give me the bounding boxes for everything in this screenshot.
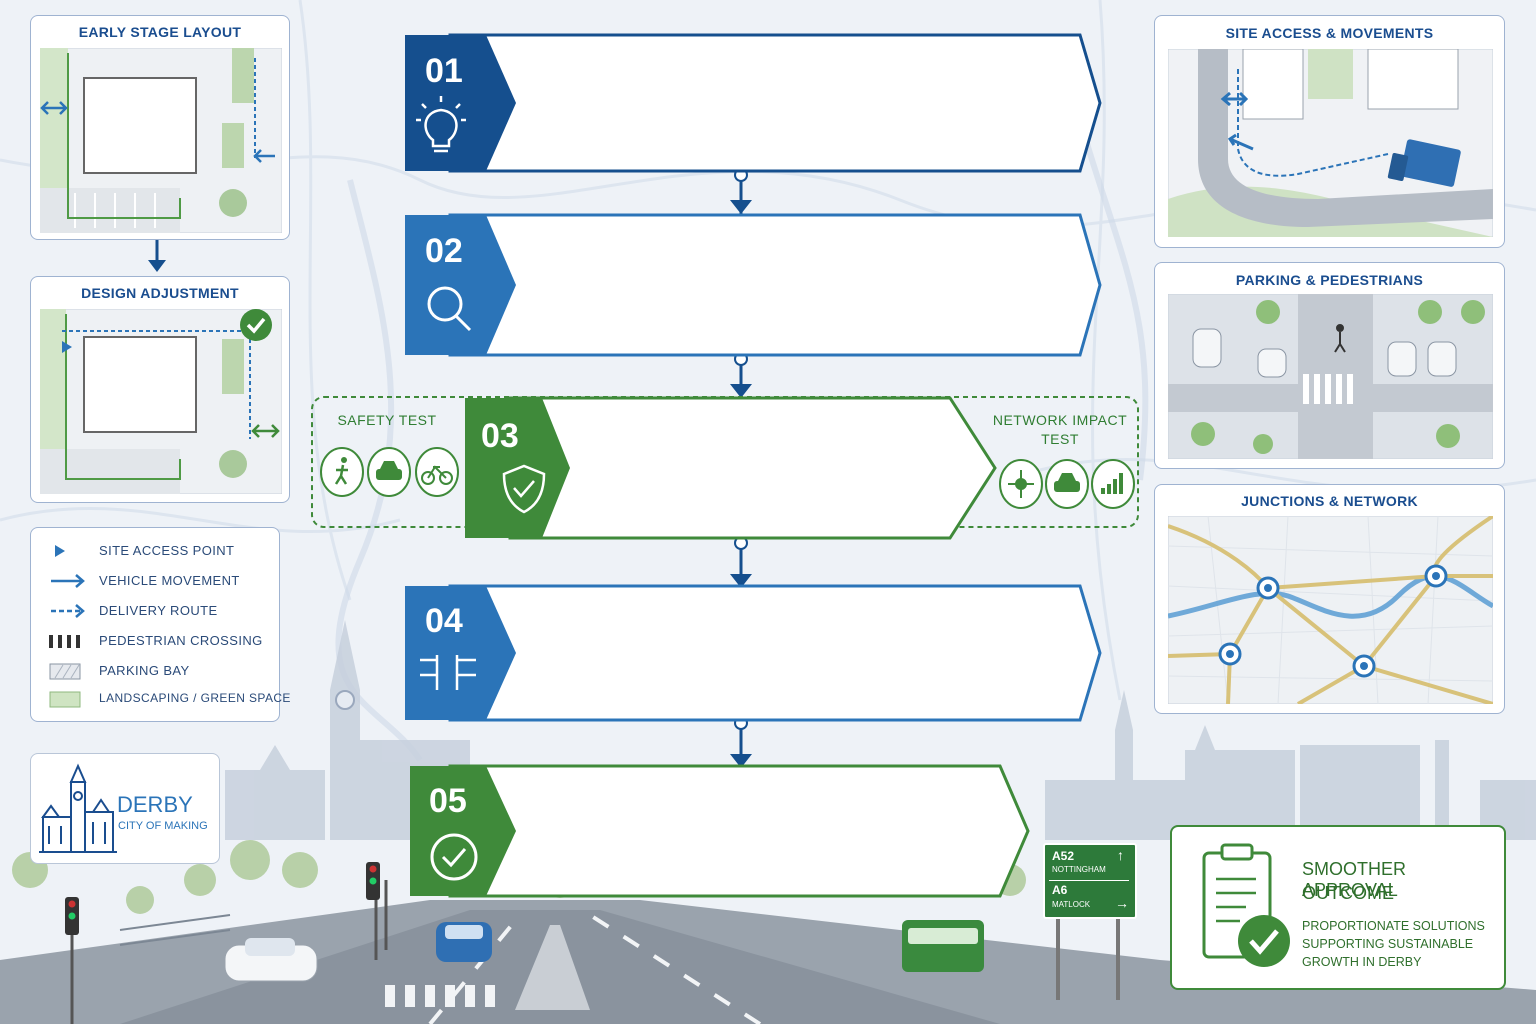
legend-label: VEHICLE MOVEMENT	[99, 573, 240, 588]
safety-test-title: SAFETY TEST	[337, 412, 437, 428]
parking-diagram	[1168, 294, 1493, 459]
panel-title: SITE ACCESS & MOVEMENTS	[1225, 25, 1434, 41]
site-access-point-icon	[55, 545, 65, 557]
legend-panel: SITE ACCESS POINT VEHICLE MOVEMENT DELIV…	[30, 527, 290, 722]
clipboard-check-icon	[1202, 843, 1290, 967]
site-access-panel: SITE ACCESS & MOVEMENTS	[1154, 15, 1505, 248]
lightbulb-icon	[416, 96, 466, 153]
step-04	[405, 584, 1102, 722]
network-node-icon	[999, 459, 1043, 509]
pedestrian-crossing-icon	[49, 635, 80, 648]
pedestrian-icon	[320, 447, 364, 497]
down-arrow-icon	[148, 240, 166, 272]
junction-icon	[420, 655, 476, 690]
vehicle-movement-icon	[51, 574, 85, 588]
step-number: 05	[429, 782, 467, 820]
sign-dest-matlock: MATLOCK	[1052, 900, 1091, 909]
step-05	[410, 764, 1030, 898]
magnifier-icon	[427, 286, 472, 332]
landscaping-icon	[49, 691, 81, 708]
early-stage-site-plan	[40, 48, 282, 233]
delivery-route-icon	[51, 604, 85, 618]
sign-road-a6: A6	[1052, 883, 1068, 897]
step-number: 04	[425, 602, 463, 640]
step-02	[405, 213, 1102, 357]
derby-logo: DERBY CITY OF MAKING	[30, 753, 220, 864]
legend-label: LANDSCAPING / GREEN SPACE	[99, 691, 291, 705]
parking-bay-icon	[49, 663, 81, 680]
legend-label: SITE ACCESS POINT	[99, 543, 235, 558]
junctions-panel: JUNCTIONS & NETWORK	[1154, 484, 1505, 714]
right-arrow-icon: →	[1115, 895, 1129, 911]
outcome-panel: SMOOTHER APPROVAL OUTCOME PROPORTIONATE …	[1170, 825, 1506, 990]
sign-road-a52: A52	[1052, 849, 1075, 863]
parking-panel: PARKING & PEDESTRIANS	[1154, 262, 1505, 469]
check-badge-icon	[240, 309, 272, 341]
process-flow	[311, 33, 1139, 898]
road-sign: A52 NOTTINGHAM ↑ A6 MATLOCK →	[1043, 843, 1137, 919]
network-test-title-line2: TEST	[1041, 431, 1079, 447]
panel-title: JUNCTIONS & NETWORK	[1241, 493, 1418, 509]
car-icon	[1045, 459, 1089, 509]
step-03	[465, 396, 997, 540]
junctions-map	[1168, 516, 1493, 704]
checkmark-icon	[430, 833, 478, 881]
step-01	[405, 33, 1102, 173]
legend-label: PEDESTRIAN CROSSING	[99, 633, 263, 648]
cathedral-logo-icon	[39, 763, 117, 853]
adjusted-site-plan	[40, 309, 282, 494]
logo-tagline: CITY OF MAKING	[118, 820, 208, 832]
shield-check-icon	[502, 464, 546, 514]
up-arrow-icon: ↑	[1117, 847, 1124, 863]
network-test-title-line1: NETWORK IMPACT	[992, 412, 1128, 428]
step-number: 02	[425, 232, 463, 270]
sign-divider	[1049, 880, 1129, 881]
panel-title: DESIGN ADJUSTMENT	[81, 285, 239, 301]
bicycle-icon	[415, 447, 459, 497]
legend-label: PARKING BAY	[99, 663, 190, 678]
design-adjustment-panel: DESIGN ADJUSTMENT	[30, 276, 290, 503]
outcome-desc-line3: GROWTH IN DERBY	[1302, 955, 1422, 969]
logo-name: DERBY	[117, 792, 193, 817]
step-number: 01	[425, 52, 463, 90]
outcome-desc-line2: SUPPORTING SUSTAINABLE	[1302, 937, 1474, 951]
outcome-title-line2: OUTCOME	[1302, 883, 1394, 903]
legend-label: DELIVERY ROUTE	[99, 603, 218, 618]
outcome-desc-line1: PROPORTIONATE SOLUTIONS	[1302, 919, 1485, 933]
step-number: 03	[481, 417, 519, 455]
panel-title: PARKING & PEDESTRIANS	[1235, 272, 1424, 288]
bar-chart-icon	[1091, 459, 1135, 509]
site-access-diagram	[1168, 49, 1493, 237]
panel-title: EARLY STAGE LAYOUT	[78, 24, 242, 40]
car-icon	[367, 447, 411, 497]
connector-arrows	[730, 200, 752, 768]
early-stage-layout-panel: EARLY STAGE LAYOUT	[30, 15, 290, 240]
outcome-title-line1: SMOOTHER APPROVAL	[1302, 859, 1407, 900]
sign-dest-nottingham: NOTTINGHAM	[1052, 865, 1106, 874]
